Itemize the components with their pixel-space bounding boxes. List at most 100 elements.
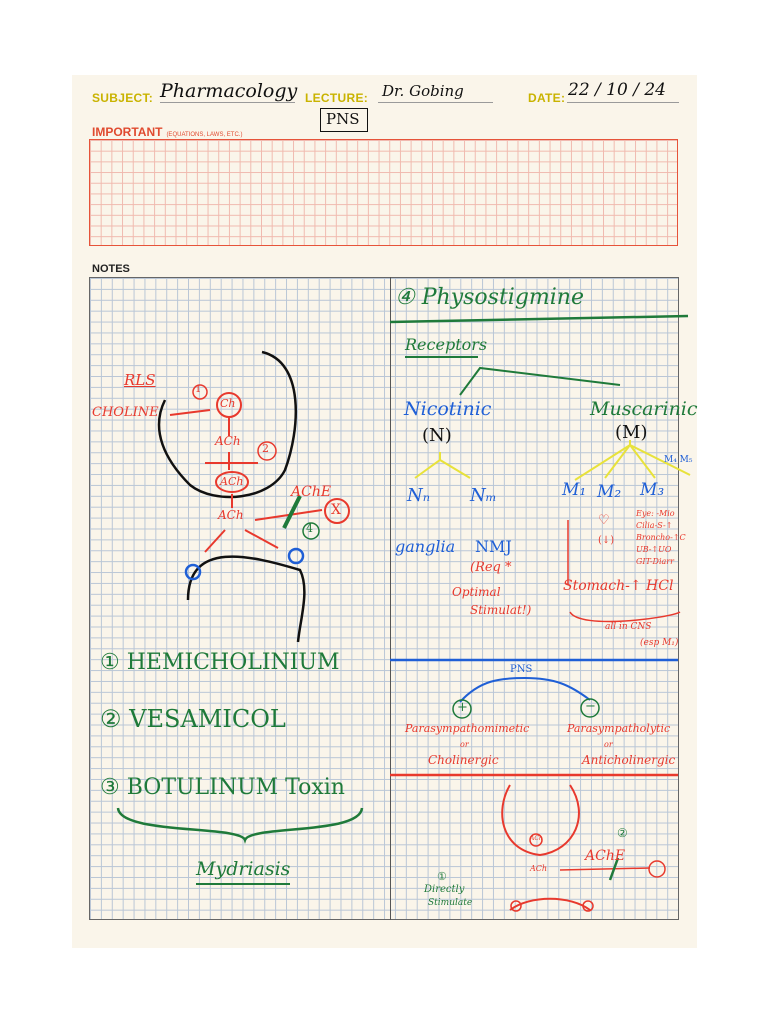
step1-label: 1 [195, 384, 202, 395]
item-vesamicol: ② VESAMICOL [100, 705, 286, 733]
important-note: (EQUATIONS, LAWS, ETC.) [166, 132, 243, 138]
mini-ach-2: ACh [530, 864, 548, 873]
mini-x-circle [648, 860, 666, 878]
step4-circle [302, 522, 320, 540]
mini-vesicle [529, 833, 543, 847]
choline-text: CHOLINE [92, 405, 159, 420]
m3-text: M₃ [640, 480, 665, 500]
nm-text: Nₘ [470, 485, 497, 506]
step2-circle [257, 441, 277, 461]
optimal-text: Optimal [452, 585, 501, 599]
subject-value: Pharmacology [160, 80, 298, 102]
mini-receptor-left [510, 900, 522, 912]
item-hemicholinium: ① HEMICHOLINIUM [100, 650, 340, 675]
pns-arrows [459, 676, 591, 703]
m3-effect: GIT-Diarr [636, 557, 674, 566]
req-text: (Req * [470, 560, 512, 575]
m-curve [569, 611, 681, 623]
lecture-label: LECTURE: [305, 91, 369, 105]
mini-circle-1: ① [437, 870, 447, 883]
step4-label: 4 [306, 522, 313, 535]
arrow-ach-left [204, 529, 226, 553]
mini-receptor-right [582, 900, 594, 912]
lecture-value: Dr. Gobing [382, 82, 464, 100]
x-circle [324, 498, 350, 524]
notes-label: NOTES [92, 263, 130, 275]
anticholinergic-text: Anticholinergic [582, 753, 676, 767]
parasympathomimetic-text: Parasympathomimetic [405, 722, 530, 735]
heart-icon: ♡ [598, 513, 610, 528]
ache-text: AChE [291, 484, 332, 500]
minus-circle [580, 698, 600, 718]
mini-ache-text: AChE [585, 848, 626, 864]
important-title: IMPORTANT [92, 125, 163, 139]
directly-text: Directly [424, 884, 465, 895]
muscarinic-text: Muscarinic [590, 398, 698, 420]
mini-ach-1: ACh [530, 835, 543, 842]
mini-block [608, 857, 620, 881]
date-label: DATE: [528, 91, 566, 105]
step1-circle [192, 384, 208, 400]
physo-underline [389, 314, 689, 324]
rls-text: RLS [124, 371, 156, 389]
minus-sign: − [585, 699, 596, 714]
muscarinic-branch [574, 440, 691, 481]
subject-underline [160, 102, 295, 103]
receptor-right [287, 547, 305, 565]
topic-pns: PNS [326, 110, 360, 128]
cns-text-2: (esp M₁) [640, 638, 679, 648]
mini-circle-2: ② [617, 826, 628, 840]
vesicle-circle [215, 471, 249, 493]
stomach-text: Stomach-↑ HCl [563, 578, 674, 594]
arrow-choline [169, 409, 211, 416]
ch-text: Ch [220, 397, 236, 410]
important-label: IMPORTANT(EQUATIONS, LAWS, ETC.) [92, 125, 242, 139]
ganglia-text: ganglia [395, 537, 456, 556]
ch-circle [216, 392, 242, 418]
muscarinic-abbr: (M) [615, 422, 648, 443]
physostigmine-text: ④ Physostigmine [395, 285, 584, 310]
m3-effect: Broncho-↑C [636, 533, 686, 542]
nicotinic-abbr: (N) [422, 425, 452, 446]
m1-text: M₁ [562, 480, 587, 500]
receptors-text: Receptors [405, 335, 488, 354]
receptor-left [184, 563, 202, 581]
column-divider [390, 277, 391, 920]
m3-effects-list: Eye: -Mio Cilia-S-↑ Broncho-↑C UB-↑UO GI… [636, 508, 686, 568]
m3-effect: UB-↑UO [636, 545, 672, 554]
topic-box [320, 108, 368, 132]
step2-label: 2 [262, 442, 269, 455]
nmj-text: NMJ [475, 537, 512, 556]
m3-effect: Cilia-S-↑ [636, 521, 673, 530]
m2-text: M₂ [597, 482, 622, 502]
or-text-1: or [460, 740, 469, 749]
arrow-ach-right [244, 529, 279, 549]
nicotinic-branch [414, 452, 471, 479]
ach-text-3: ACh [218, 508, 244, 522]
nn-text: Nₙ [407, 485, 431, 506]
cns-text: all in CNS [605, 622, 652, 632]
ach-text-1: ACh [215, 434, 241, 448]
subject-label: SUBJECT: [92, 91, 154, 105]
receptor-tree [459, 366, 621, 396]
block-line-4 [282, 495, 302, 529]
ach-text-2: ACh [220, 475, 244, 488]
heart-sign: (↓) [598, 535, 615, 546]
x-text: X [331, 502, 341, 518]
date-underline [567, 102, 679, 103]
presynaptic-terminal [157, 350, 297, 499]
plus-circle [452, 699, 472, 719]
date-value: 22 / 10 / 24 [568, 80, 666, 100]
plus-sign: + [457, 700, 468, 715]
cholinergic-text: Cholinergic [428, 753, 499, 767]
stimulate-text: Stimulate [428, 898, 473, 908]
mydriasis-text: Mydriasis [196, 858, 291, 880]
stimulat-text: Stimulat!) [470, 603, 532, 617]
important-box [89, 139, 678, 246]
m3-effect: Eye: -Mio [636, 509, 675, 518]
item-botulinum: ③ BOTULINUM Toxin [100, 775, 345, 800]
or-text-2: or [604, 740, 613, 749]
lecture-underline [378, 102, 493, 103]
parasympatholytic-text: Parasympatholytic [567, 722, 671, 735]
